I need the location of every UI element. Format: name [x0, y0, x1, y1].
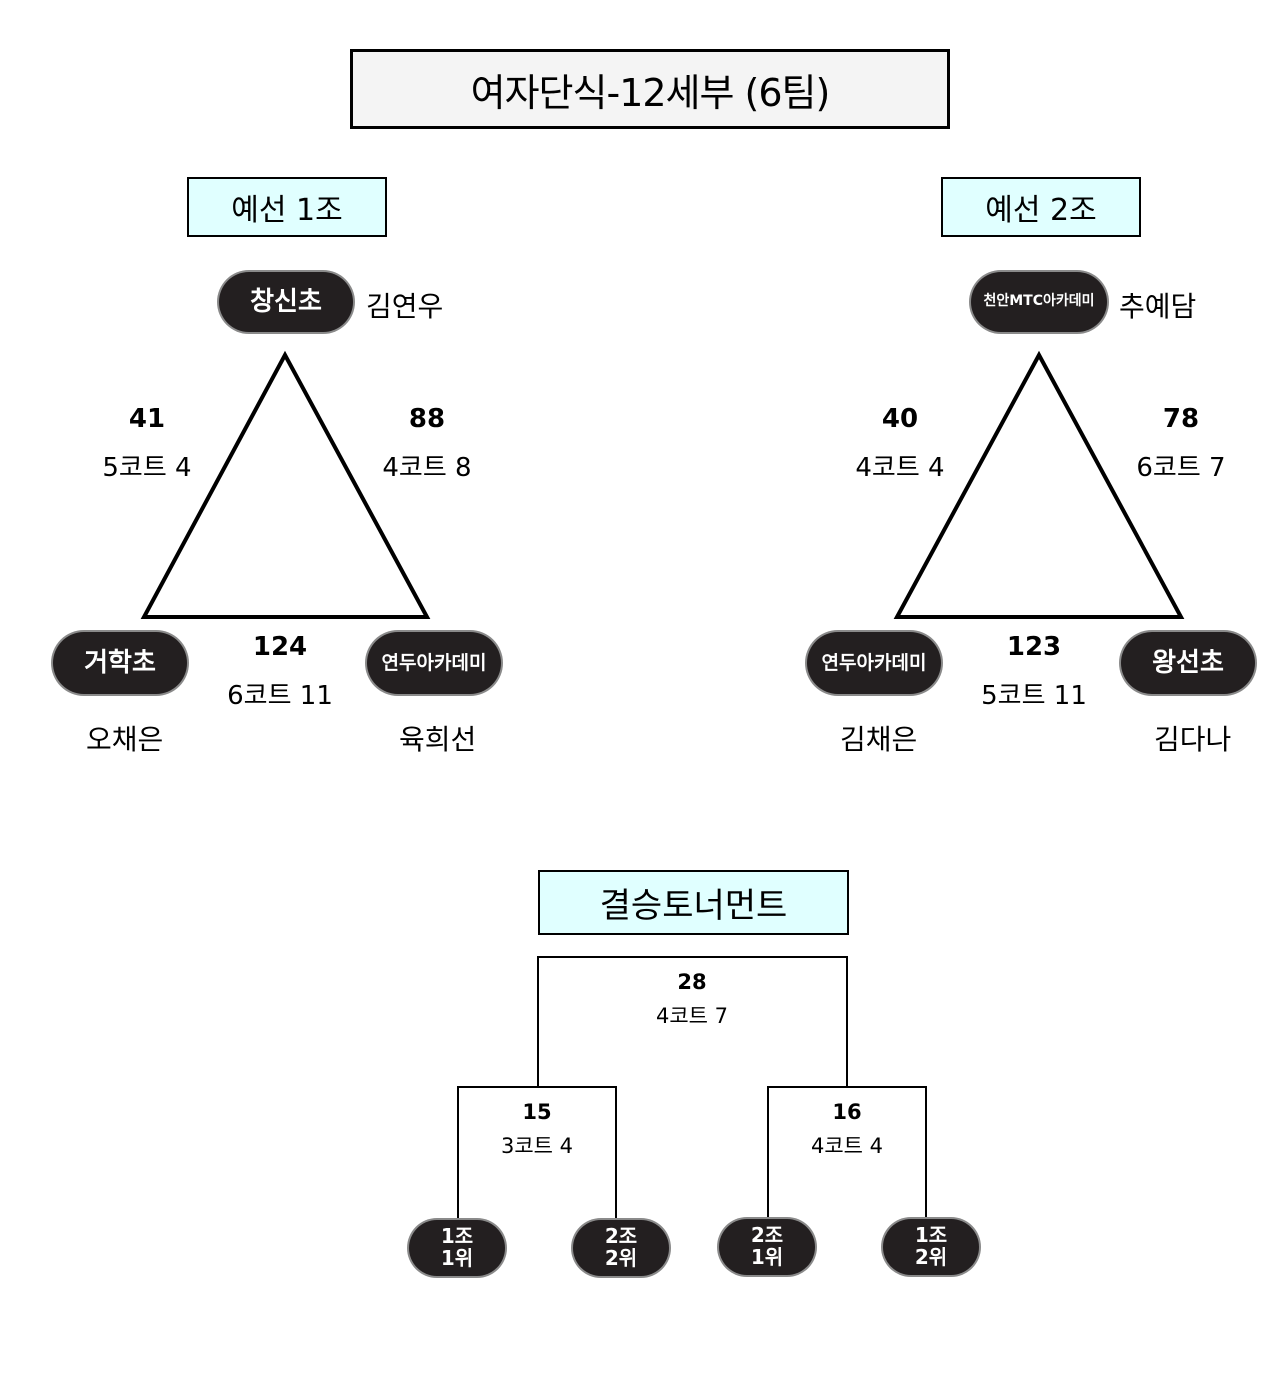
seed-1-line1: 1조 [440, 1224, 474, 1249]
semi-left-num: 15 [522, 1100, 552, 1124]
group1-left-player: 오채은 [86, 723, 164, 756]
group2-match-right-num: 78 [1162, 404, 1200, 434]
group1-match-left-court: 5코트 4 [102, 453, 192, 483]
group1-label: 예선 1조 [187, 177, 387, 237]
group1-right-player: 육희선 [399, 723, 477, 756]
group1-top-team: 창신초 [219, 272, 353, 332]
group2-match-right-court: 6코트 7 [1136, 453, 1226, 483]
seed-4-line1: 1조 [914, 1223, 948, 1248]
group2-match-left-court: 4코트 4 [855, 453, 945, 483]
group2-left-player: 김채은 [840, 723, 918, 756]
group1-top-player: 김연우 [366, 290, 444, 323]
group1-match-bottom-court: 6코트 11 [227, 681, 333, 711]
group2-match-bottom-court: 5코트 11 [981, 681, 1087, 711]
group1-match-right-num: 88 [408, 404, 446, 434]
seed-2: 2조 2위 [573, 1220, 669, 1276]
group2-triangle [893, 350, 1185, 619]
group2-right-team: 왕선초 [1121, 632, 1255, 694]
group1-triangle [140, 350, 431, 619]
group1-right-team: 연두아카데미 [367, 632, 501, 694]
group1-match-left-num: 41 [128, 404, 166, 434]
seed-3-line1: 2조 [750, 1223, 784, 1248]
seed-1: 1조 1위 [409, 1220, 505, 1276]
seed-4-line2: 2위 [914, 1245, 948, 1269]
group2-label: 예선 2조 [941, 177, 1141, 237]
seed-4: 1조 2위 [883, 1219, 979, 1275]
group2-match-left-num: 40 [881, 404, 919, 434]
seed-3-line2: 1위 [750, 1245, 784, 1269]
semi-right-num: 16 [832, 1100, 862, 1124]
group2-match-bottom-num: 123 [1006, 632, 1062, 662]
final-match-court: 4코트 7 [655, 1004, 729, 1028]
seed-1-line2: 1위 [440, 1246, 474, 1270]
group1-left-team: 거학초 [53, 632, 187, 694]
final-label: 결승토너먼트 [538, 870, 849, 935]
final-match-num: 28 [677, 970, 707, 994]
page-title: 여자단식-12세부 (6팀) [350, 49, 950, 129]
seed-3: 2조 1위 [719, 1219, 815, 1275]
group2-top-team: 천안MTC아카데미 [971, 272, 1107, 332]
seed-2-line2: 2위 [604, 1246, 638, 1270]
group2-left-team: 연두아카데미 [807, 632, 941, 694]
semi-right-bracket-line [767, 1086, 927, 1218]
semi-left-court: 3코트 4 [500, 1134, 574, 1158]
group2-top-player: 추예담 [1119, 290, 1197, 323]
semi-left-bracket-line [457, 1086, 617, 1218]
seed-2-line1: 2조 [604, 1224, 638, 1249]
group1-match-right-court: 4코트 8 [382, 453, 472, 483]
final-bracket-line [537, 956, 848, 1086]
group1-match-bottom-num: 124 [252, 632, 308, 662]
semi-right-court: 4코트 4 [810, 1134, 884, 1158]
group2-right-player: 김다나 [1154, 723, 1232, 756]
